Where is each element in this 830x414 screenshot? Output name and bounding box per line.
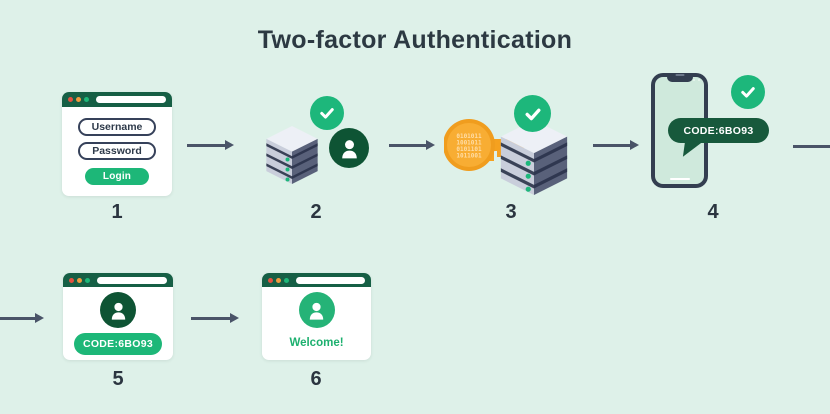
window-dot-green-icon <box>84 97 89 102</box>
check-badge-icon <box>514 95 551 132</box>
browser-titlebar <box>62 92 172 107</box>
welcome-message: Welcome! <box>289 337 344 349</box>
arrow-step4-entry <box>0 313 44 324</box>
browser-titlebar <box>63 273 173 287</box>
server-stack-icon <box>266 126 318 184</box>
address-bar <box>296 276 365 284</box>
arrow-head-icon <box>230 313 239 324</box>
step4-number: 4 <box>707 201 719 223</box>
user-badge-icon <box>329 128 369 168</box>
phone-speaker-icon <box>675 74 684 76</box>
user-badge-icon <box>100 292 136 328</box>
arrow-step3-to-step4 <box>593 140 639 151</box>
browser-titlebar <box>262 273 371 287</box>
check-badge-icon <box>731 75 765 109</box>
window-dot-red-icon <box>268 277 273 283</box>
page-title: Two-factor Authentication <box>257 26 573 54</box>
key-binary-line4: 1011001 <box>456 153 482 160</box>
address-bar <box>96 96 166 103</box>
step6-welcome-window: Welcome! <box>262 273 371 360</box>
step1-login-window: Username Password Login <box>62 92 172 196</box>
step5-number: 5 <box>112 368 124 390</box>
check-badge-icon <box>310 96 344 130</box>
sms-code-text: CODE:6BO93 <box>683 124 754 137</box>
address-bar <box>97 276 167 284</box>
window-dot-red-icon <box>69 277 74 283</box>
arrow-step5-to-step6 <box>191 313 239 324</box>
bubble-tail <box>682 139 703 160</box>
login-button: Login <box>85 168 149 185</box>
phone-camera-icon <box>698 79 700 81</box>
arrow-head-icon <box>630 140 639 151</box>
arrow-head-icon <box>35 313 44 324</box>
arrow-step1-to-step2 <box>187 140 234 151</box>
phone-home-indicator <box>669 177 690 180</box>
key-binary-line1: 0101011 <box>456 133 482 140</box>
arrow-step2-to-step3 <box>389 140 435 151</box>
step6-number: 6 <box>310 368 322 390</box>
window-dot-orange-icon <box>276 277 281 283</box>
window-dot-red-icon <box>68 97 73 102</box>
phone-notch <box>666 77 693 82</box>
code-pill: CODE:6BO93 <box>74 333 162 355</box>
window-dot-orange-icon <box>77 277 82 283</box>
window-dot-green-icon <box>284 277 289 283</box>
step5-code-window: CODE:6BO93 <box>63 273 173 360</box>
key-binary-line2: 1001011 <box>456 140 482 147</box>
window-dot-orange-icon <box>76 97 81 102</box>
username-field: Username <box>78 118 156 136</box>
password-field: Password <box>78 142 156 160</box>
server-stack-icon <box>500 120 568 195</box>
step2-number: 2 <box>310 201 322 223</box>
window-dot-green-icon <box>85 277 90 283</box>
key-binary-line3: 0101101 <box>456 146 482 153</box>
arrow-head-icon <box>225 140 234 151</box>
step1-number: 1 <box>111 201 123 223</box>
user-badge-icon <box>298 292 335 328</box>
step3-number: 3 <box>505 201 517 223</box>
arrow-head-icon <box>426 140 435 151</box>
arrow-step4-exit <box>793 145 830 148</box>
sms-code-bubble: CODE:6BO93 <box>668 118 769 160</box>
